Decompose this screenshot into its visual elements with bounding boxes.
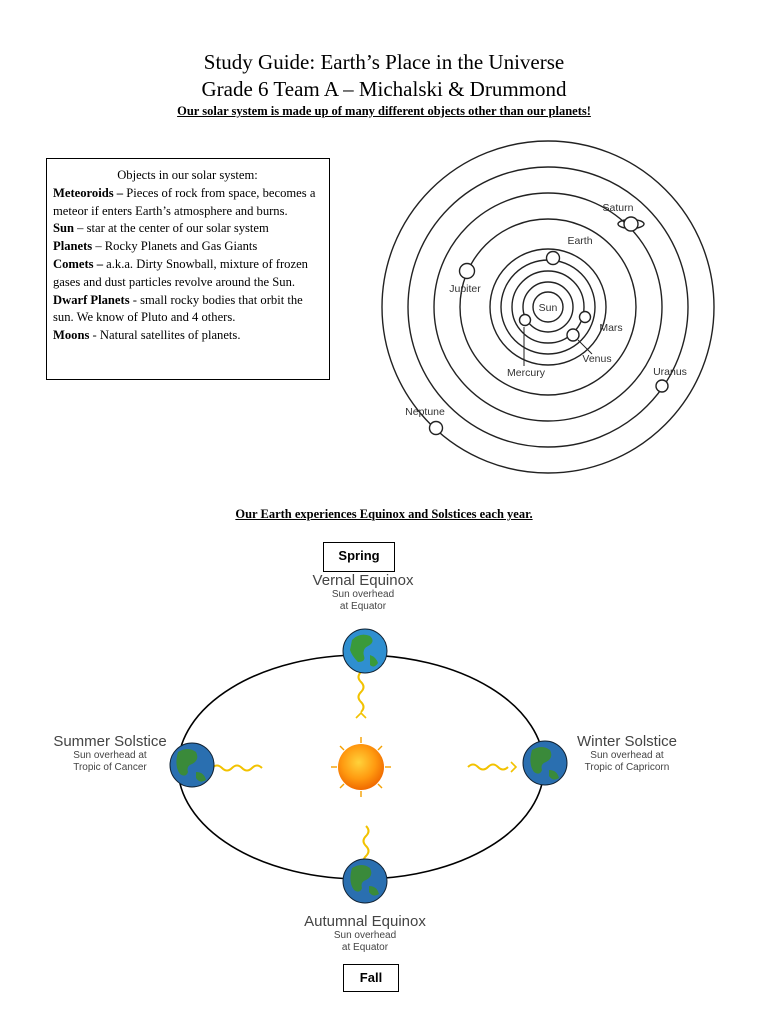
label-earth: Earth [567, 235, 592, 247]
term: Planets [53, 239, 93, 254]
term: Meteoroids – [53, 185, 124, 200]
sun-icon [331, 737, 391, 797]
term: Sun [53, 221, 75, 236]
label-vernal-equinox: Vernal Equinox Sun overhead at Equator [283, 572, 443, 613]
autumnal-line2: at Equator [341, 942, 389, 953]
solar-system-diagram: Sun Mercury Venus Earth Mars Jupiter Sat… [381, 140, 715, 474]
ray-vernal [357, 671, 365, 713]
definition: – Rocky Planets and Gas Giants [92, 239, 258, 254]
summer-title: Summer Solstice [53, 733, 167, 750]
ray-winter [467, 763, 509, 771]
label-uranus: Uranus [653, 366, 687, 378]
term: Moons [53, 328, 90, 343]
definition-comets: Comets – a.k.a. Dirty Snowball, mixture … [53, 256, 322, 292]
vernal-line2: at Equator [339, 601, 387, 612]
label-saturn: Saturn [603, 202, 634, 214]
term: Comets – [53, 256, 104, 271]
orbit-neptune [381, 140, 715, 474]
spring-tag: Spring [323, 542, 395, 572]
definition: - Natural satellites of planets. [89, 328, 241, 343]
orbit-mercury [522, 281, 574, 333]
planet-saturn [623, 216, 639, 232]
ray-summer [211, 764, 263, 772]
term: Dwarf Planets [53, 292, 130, 307]
fall-tag: Fall [343, 964, 399, 992]
venus-leader [577, 339, 593, 355]
label-sun: Sun [539, 302, 558, 314]
planet-jupiter [458, 262, 476, 280]
winter-line1: Sun overhead at [590, 750, 664, 761]
summer-line1: Sun overhead at [73, 750, 147, 761]
label-winter-solstice: Winter Solstice Sun overhead at Tropic o… [560, 733, 694, 774]
label-mars: Mars [599, 322, 622, 334]
orbit-venus [511, 270, 585, 344]
label-summer-solstice: Summer Solstice Sun overhead at Tropic o… [36, 733, 184, 774]
summer-line2: Tropic of Cancer [73, 762, 147, 773]
earth-winter-icon [522, 740, 568, 786]
vernal-title: Vernal Equinox [312, 572, 414, 589]
winter-line2: Tropic of Capricorn [584, 762, 670, 773]
earth-vernal-icon [342, 628, 388, 674]
label-mercury: Mercury [507, 367, 546, 379]
sun-circle [532, 291, 564, 323]
orbit-jupiter [459, 218, 637, 396]
orbit-uranus [407, 166, 689, 448]
earth-summer-icon [169, 742, 215, 788]
objects-box: Objects in our solar system: Meteoroids … [46, 158, 330, 380]
definition-sun: Sun – star at the center of our solar sy… [53, 220, 322, 238]
seasons-heading: Our Earth experiences Equinox and Solsti… [235, 507, 533, 521]
planet-uranus [655, 379, 669, 393]
intro-heading: Our solar system is made up of many diff… [177, 104, 591, 118]
definition: a.k.a. Dirty Snowball, mixture of frozen… [53, 256, 308, 289]
definition: - small rocky bodies that orbit the sun.… [53, 292, 303, 325]
planet-neptune [428, 420, 444, 436]
definition-moons: Moons - Natural satellites of planets. [53, 327, 322, 345]
orbit-mars [489, 248, 607, 366]
definition-dwarf-planets: Dwarf Planets - small rocky bodies that … [53, 292, 322, 328]
planet-venus [566, 328, 580, 342]
objects-box-heading: Objects in our solar system: [117, 168, 258, 182]
definition-planets: Planets – Rocky Planets and Gas Giants [53, 238, 322, 256]
definition: – star at the center of our solar system [74, 221, 269, 236]
earth-autumnal-icon [342, 858, 388, 904]
autumnal-line1: Sun overhead [333, 930, 397, 941]
definition: Pieces of rock from space, becomes a met… [53, 185, 316, 218]
title-line-2: Grade 6 Team A – Michalski & Drummond [201, 77, 567, 101]
planet-mars [578, 310, 592, 324]
winter-title: Winter Solstice [576, 733, 678, 750]
label-autumnal-equinox: Autumnal Equinox Sun overhead at Equator [281, 913, 449, 954]
autumnal-title: Autumnal Equinox [304, 913, 426, 930]
planet-mercury [518, 313, 532, 327]
vernal-line1: Sun overhead [331, 589, 395, 600]
title-line-1: Study Guide: Earth’s Place in the Univer… [203, 50, 565, 74]
label-jupiter: Jupiter [449, 283, 481, 295]
orbit-saturn [433, 192, 663, 422]
planet-earth [545, 250, 561, 266]
definition-meteoroids: Meteoroids – Pieces of rock from space, … [53, 185, 322, 221]
label-neptune: Neptune [405, 406, 445, 418]
label-venus: Venus [582, 353, 611, 365]
